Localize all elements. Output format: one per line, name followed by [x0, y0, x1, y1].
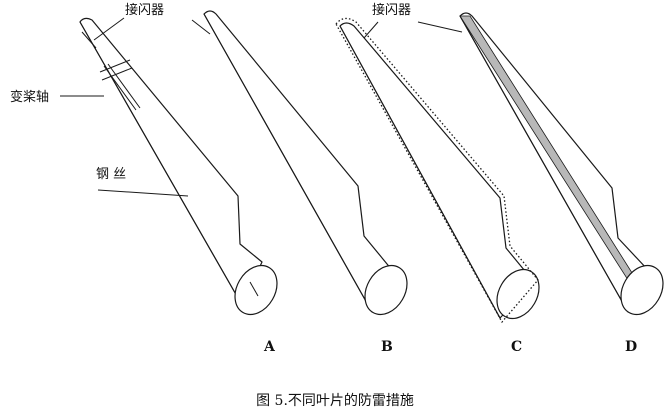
blade-b-root	[364, 264, 408, 316]
blade-a	[79, 17, 278, 316]
leader-receptor-2b	[417, 21, 463, 33]
label-receptor-2: 接闪器	[372, 2, 411, 18]
conductive-mesh	[335, 17, 539, 324]
blade-letter-b: B	[381, 339, 393, 355]
leader-receptor-1b	[191, 19, 211, 35]
blade-letter-a: A	[263, 339, 276, 355]
blade-c	[335, 17, 540, 324]
label-steel-wire: 钢 丝	[96, 167, 126, 182]
figure-caption: 图 5.不同叶片的防雷措施	[256, 393, 414, 409]
leader-receptor-2	[363, 21, 379, 39]
blade-letter-c: C	[511, 339, 522, 355]
label-receptor-1: 接闪器	[125, 2, 164, 18]
leader-steel-wire	[97, 189, 189, 197]
blade-a-root	[234, 264, 278, 316]
blade-letter-d: D	[625, 339, 637, 355]
leader-receptor-1	[93, 17, 125, 41]
blade-d	[459, 12, 664, 316]
label-pitch-axis: 变桨轴	[10, 89, 49, 105]
blade-d-root	[620, 264, 664, 316]
blade-b	[203, 10, 408, 316]
